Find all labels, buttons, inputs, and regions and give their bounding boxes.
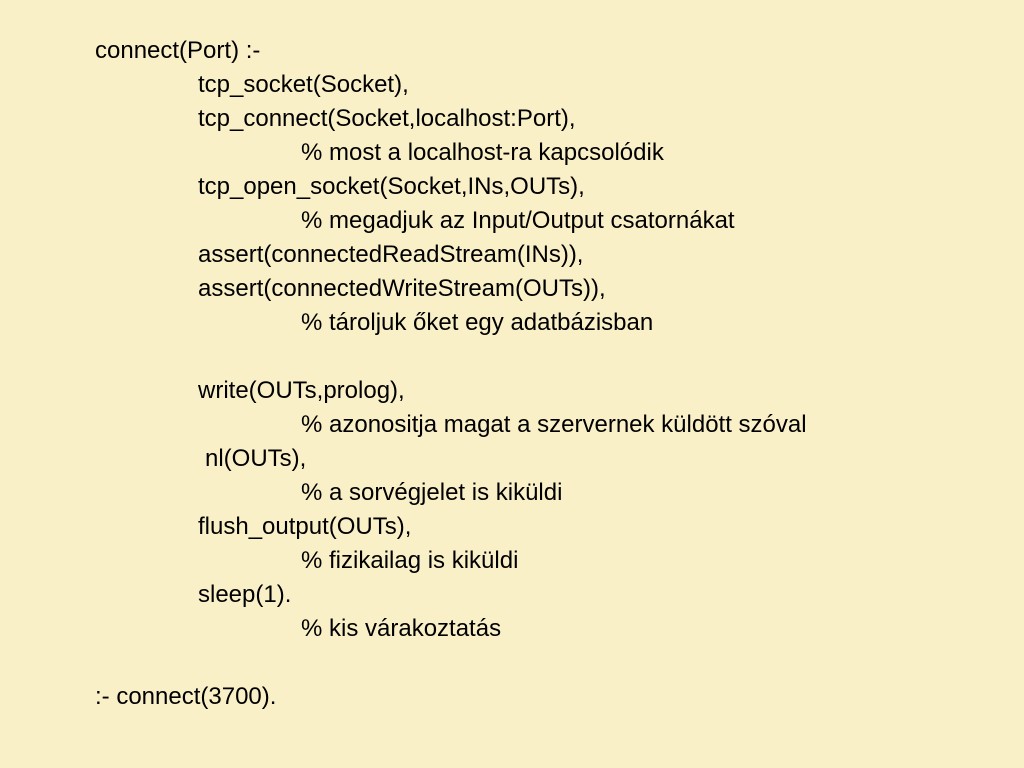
code-line-write: write(OUTs,prolog), bbox=[198, 377, 405, 404]
code-line-sleep: sleep(1). bbox=[198, 581, 292, 608]
code-comment-wait: % kis várakoztatás bbox=[301, 615, 502, 642]
code-comment-store: % tároljuk őket egy adatbázisban bbox=[301, 309, 654, 336]
code-blank-line bbox=[95, 646, 995, 680]
code-comment-flush: % fizikailag is kiküldi bbox=[301, 547, 519, 574]
code-blank-line bbox=[95, 340, 995, 374]
code-line-tcp-socket: tcp_socket(Socket), bbox=[198, 71, 409, 98]
code-line-flush-output: flush_output(OUTs), bbox=[198, 513, 412, 540]
prolog-code-block: connect(Port) :- tcp_socket(Socket), tcp… bbox=[95, 34, 995, 714]
code-comment-channels: % megadjuk az Input/Output csatornákat bbox=[301, 207, 735, 234]
code-line-tcp-connect: tcp_connect(Socket,localhost:Port), bbox=[198, 105, 576, 132]
code-line-nl: nl(OUTs), bbox=[205, 445, 307, 472]
code-comment-identify: % azonositja magat a szervernek küldött … bbox=[301, 411, 807, 438]
code-line-tcp-open-socket: tcp_open_socket(Socket,INs,OUTs), bbox=[198, 173, 585, 200]
code-line-assert-write: assert(connectedWriteStream(OUTs)), bbox=[198, 275, 606, 302]
code-line-directive: :- connect(3700). bbox=[95, 683, 277, 710]
code-comment-connect: % most a localhost-ra kapcsolódik bbox=[301, 139, 664, 166]
code-comment-newline: % a sorvégjelet is kiküldi bbox=[301, 479, 563, 506]
code-line-assert-read: assert(connectedReadStream(INs)), bbox=[198, 241, 584, 268]
code-line-clause-head: connect(Port) :- bbox=[95, 37, 261, 64]
